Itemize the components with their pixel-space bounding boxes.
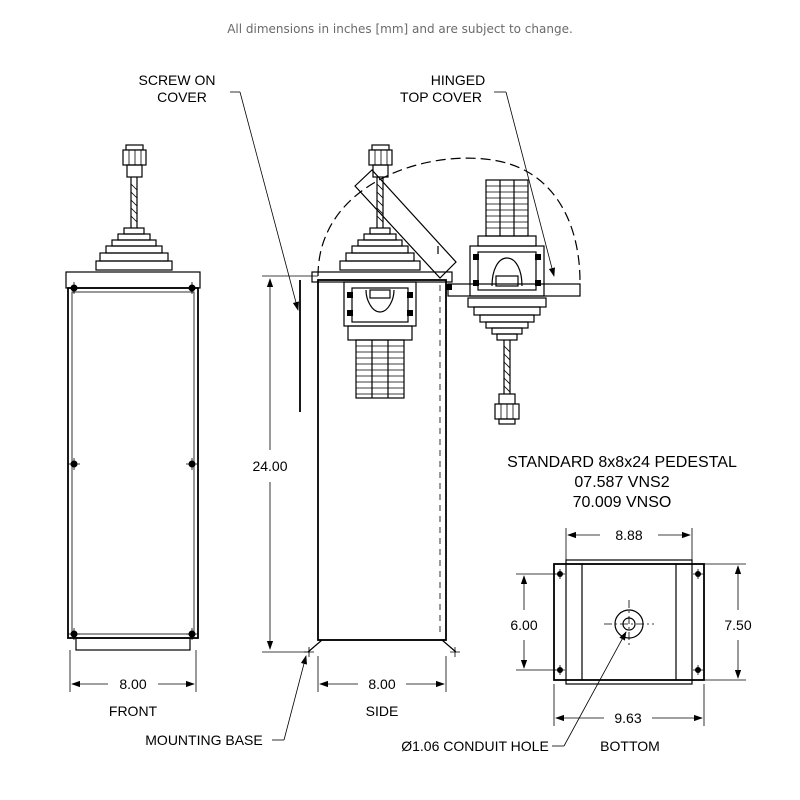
front-base bbox=[75, 637, 191, 651]
hinged-cover-swing-arc bbox=[317, 157, 581, 283]
side-switch-stack bbox=[355, 339, 405, 399]
side-view-label: SIDE bbox=[366, 703, 399, 719]
side-width-dimension-label: 8.00 bbox=[368, 676, 395, 692]
front-body bbox=[67, 287, 199, 639]
front-rubber-boot bbox=[95, 227, 173, 271]
open-rubber-boot bbox=[467, 297, 547, 341]
open-switch-stack bbox=[477, 179, 537, 247]
bottom-mounting-holes bbox=[555, 569, 703, 675]
front-view-label: FRONT bbox=[109, 703, 158, 719]
dimension-note: All dimensions in inches [mm] and are su… bbox=[227, 22, 573, 36]
open-joystick-shaft bbox=[503, 340, 511, 394]
hinged-top-cover-leader bbox=[494, 91, 556, 277]
front-cover-plate bbox=[65, 271, 201, 289]
title-line-1: STANDARD 8x8x24 PEDESTAL bbox=[507, 454, 737, 471]
bottom-view-label: BOTTOM bbox=[600, 738, 660, 754]
hinged-top-cover-label-1: HINGED bbox=[431, 72, 485, 88]
front-width-dimension-label: 8.00 bbox=[119, 676, 146, 692]
title-line-3: 70.009 VNSO bbox=[573, 494, 672, 511]
bottom-top-width-label: 8.88 bbox=[615, 527, 642, 543]
bottom-outer-height-dimension bbox=[704, 563, 746, 681]
bottom-top-width-dimension bbox=[565, 528, 693, 560]
bottom-base-plate bbox=[553, 563, 705, 681]
front-view: 8.00 FRONT bbox=[65, 144, 201, 719]
side-width-dimension bbox=[317, 656, 447, 692]
conduit-hole-label: Ø1.06 CONDUIT HOLE bbox=[401, 738, 549, 754]
height-dimension bbox=[262, 275, 318, 653]
front-screws bbox=[68, 282, 198, 640]
mounting-base-label: MOUNTING BASE bbox=[145, 732, 262, 748]
bottom-outer-height-label: 7.50 bbox=[724, 617, 751, 633]
side-joystick-knob bbox=[368, 144, 393, 178]
hinged-cover-tilted bbox=[354, 169, 457, 279]
bottom-overall-width-dimension bbox=[553, 684, 705, 726]
screw-on-cover-leader bbox=[230, 91, 301, 412]
bottom-overall-width-label: 9.63 bbox=[614, 710, 641, 726]
conduit-hole bbox=[604, 600, 654, 648]
conduit-hole-leader bbox=[552, 631, 627, 747]
screw-on-cover-label-2: COVER bbox=[157, 89, 207, 105]
side-mounting-base bbox=[304, 639, 460, 657]
screw-on-cover-label-1: SCREW ON bbox=[139, 72, 216, 88]
open-mechanism-bracket bbox=[469, 245, 545, 297]
bottom-view: 8.88 6.00 bbox=[401, 527, 752, 754]
hinged-cover-open-view: HINGED TOP COVER bbox=[400, 72, 581, 425]
side-view: 24.00 SCREW ON COVER bbox=[139, 72, 581, 748]
side-joystick-shaft bbox=[376, 177, 384, 228]
bottom-inner-height-dimension bbox=[516, 573, 556, 671]
side-mechanism-bracket bbox=[343, 281, 417, 341]
side-body bbox=[317, 279, 447, 641]
front-joystick-knob bbox=[122, 144, 147, 178]
front-width-dimension bbox=[69, 650, 197, 692]
open-joystick-knob bbox=[494, 393, 520, 425]
front-joystick-shaft bbox=[130, 177, 138, 228]
height-dimension-label: 24.00 bbox=[252, 458, 287, 474]
side-rubber-boot bbox=[339, 227, 421, 271]
bottom-inner-height-label: 6.00 bbox=[510, 617, 537, 633]
title-line-2: 07.587 VNS2 bbox=[574, 474, 669, 491]
mounting-base-leader bbox=[272, 655, 307, 741]
hinged-top-cover-label-2: TOP COVER bbox=[400, 89, 482, 105]
